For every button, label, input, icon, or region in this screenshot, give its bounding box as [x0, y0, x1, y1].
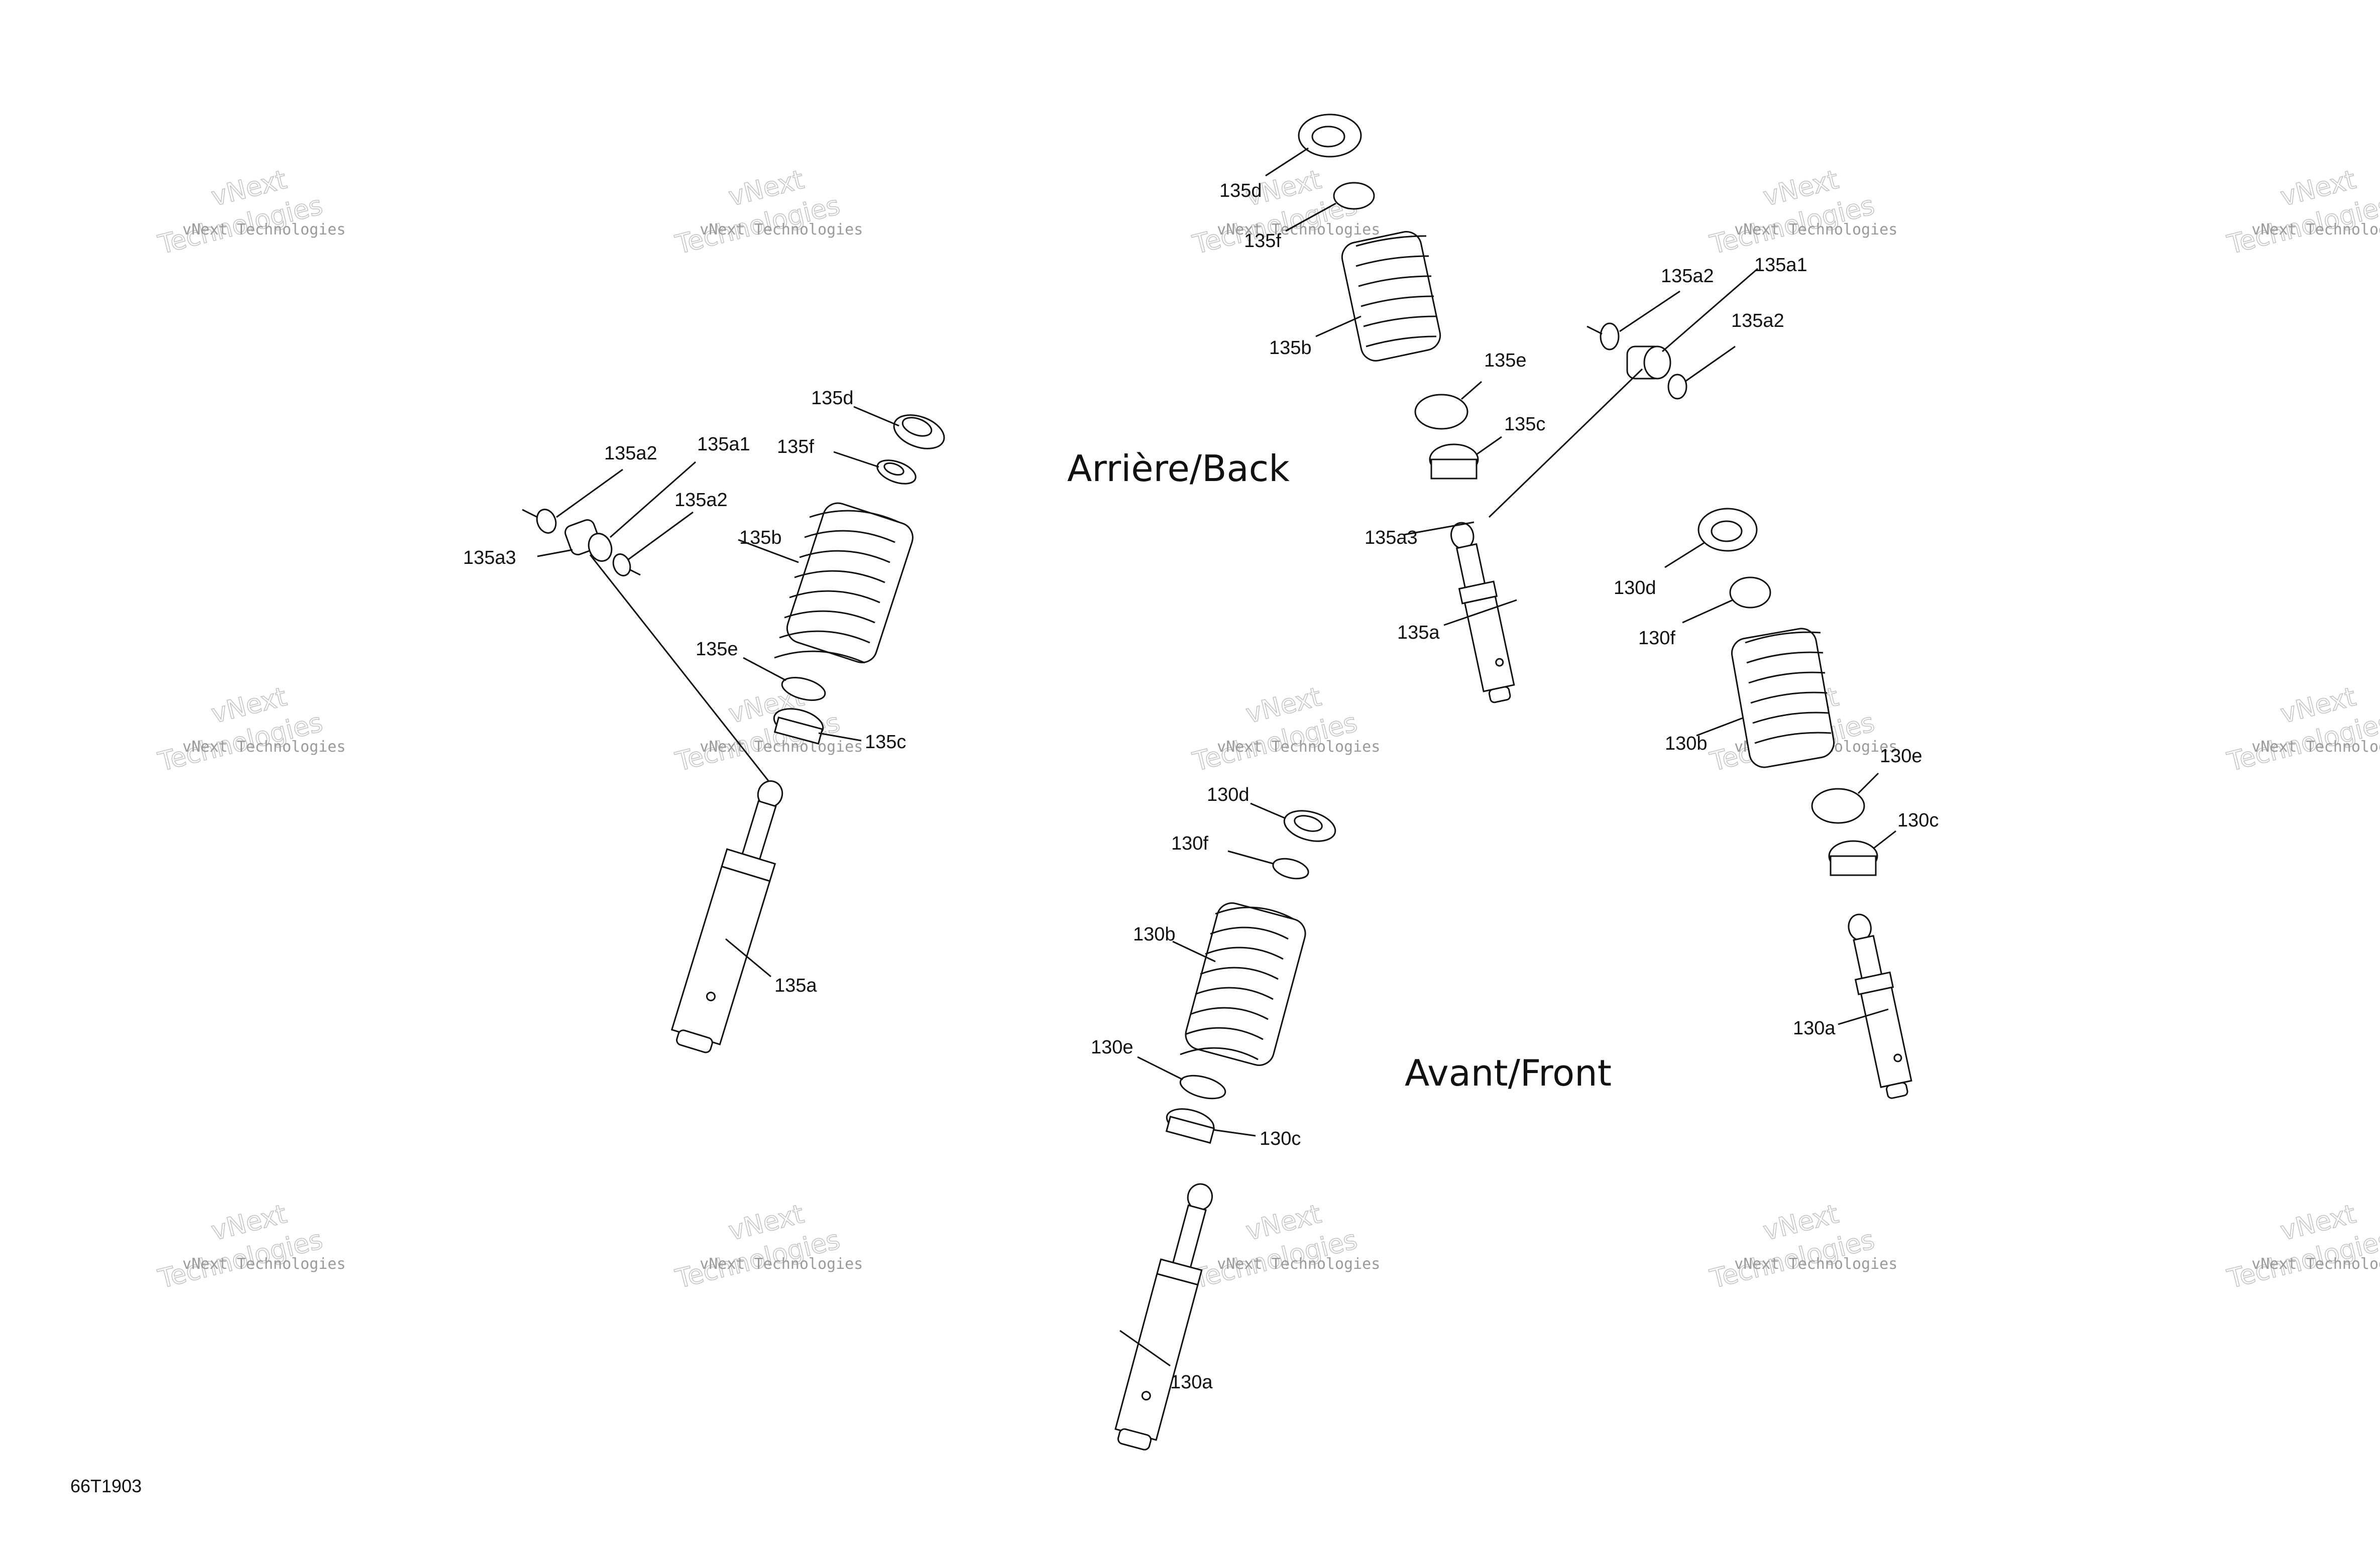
washer-135a2-bottom [612, 553, 631, 576]
front-section-title: Avant/Front [1405, 1052, 1612, 1094]
front-right-assembly [1664, 508, 1912, 1099]
label-135a3: 135a3 [463, 547, 516, 568]
label-135e: 135e [1484, 350, 1527, 371]
watermark-text: vNext Technologies [1217, 1255, 1380, 1273]
label-130c: 130c [1260, 1128, 1301, 1149]
label-135c: 135c [865, 732, 906, 753]
label-135a2: 135a2 [1661, 266, 1714, 287]
watermark-text: vNext Technologies [1734, 1255, 1897, 1273]
adjuster-ring-130c [1828, 840, 1878, 876]
watermark-text: vNext Technologies [2251, 1255, 2380, 1273]
watermark-text: vNext Technologies [700, 738, 863, 756]
label-130e: 130e [1880, 746, 1922, 767]
label-130e: 130e [1091, 1037, 1134, 1058]
label-135a: 135a [1397, 622, 1440, 643]
label-130f: 130f [1638, 628, 1675, 649]
figure-id: 66T1903 [70, 1476, 142, 1496]
label-135a2: 135a2 [604, 443, 657, 464]
spring-seat-130d [1697, 508, 1758, 552]
bushing-135a1 [1626, 345, 1671, 380]
watermark-text: vNext Technologies [700, 1255, 863, 1273]
clip-135f [1333, 182, 1375, 210]
shock-body-130a [1848, 913, 1912, 1099]
label-130a: 130a [1170, 1372, 1213, 1393]
seat-ring-130e [1811, 788, 1865, 824]
coil-spring-135b [774, 502, 914, 664]
watermark-text: vNext Technologies [2251, 221, 2380, 239]
watermark-text: vNext Technologies [182, 1255, 346, 1273]
adjuster-ring-135c [773, 708, 824, 745]
seat-ring-135e [1414, 394, 1468, 430]
label-135e: 135e [696, 639, 738, 660]
rear-right-assembly [1265, 113, 1758, 703]
label-135f: 135f [777, 436, 814, 457]
seat-ring-135e [781, 677, 826, 701]
watermark-text: vNext Technologies [1734, 221, 1897, 239]
label-130a: 130a [1793, 1018, 1836, 1039]
clip-135f [876, 459, 917, 485]
watermark-text: vNext Technologies [182, 221, 346, 239]
label-130d: 130d [1207, 784, 1250, 805]
rear-left-assembly [522, 406, 945, 1053]
rear-section-title: Arrière/Back [1067, 447, 1290, 490]
clip-130f [1272, 858, 1309, 880]
label-135a2: 135a2 [674, 490, 728, 511]
coil-spring-130b [1731, 628, 1835, 768]
coil-spring-135b [1341, 231, 1441, 362]
label-130c: 130c [1897, 810, 1939, 831]
watermark-text: vNext Technologies [1217, 738, 1380, 756]
label-135a2: 135a2 [1731, 310, 1784, 331]
label-135a: 135a [774, 975, 817, 996]
label-135a3: 135a3 [1365, 527, 1418, 548]
label-130b: 130b [1665, 733, 1708, 754]
watermark-text: vNext Technologies [182, 738, 346, 756]
label-135c: 135c [1504, 414, 1545, 435]
bushing-135a1 [564, 519, 613, 562]
coil-spring-130b [1180, 902, 1306, 1066]
label-130f: 130f [1171, 833, 1208, 854]
adjuster-ring-135c [1429, 443, 1479, 480]
shock-body-135a [1450, 522, 1515, 703]
label-135b: 135b [1269, 337, 1312, 359]
label-135d: 135d [1219, 180, 1262, 201]
adjuster-ring-130c [1165, 1108, 1215, 1144]
spring-seat-135d [1298, 113, 1362, 158]
seat-ring-130e [1179, 1075, 1226, 1100]
label-135b: 135b [739, 527, 782, 548]
washer-135a2-top [1600, 322, 1620, 350]
shock-body-135a [670, 780, 783, 1053]
spring-seat-135d [893, 414, 945, 449]
label-130d: 130d [1614, 577, 1656, 599]
spring-seat-130d [1283, 810, 1336, 842]
watermark-text: vNext Technologies [700, 221, 863, 239]
label-130b: 130b [1133, 924, 1176, 945]
washer-135a2-bottom [1667, 374, 1687, 400]
watermark-text: vNext Technologies [2251, 738, 2380, 756]
label-135a1: 135a1 [697, 434, 750, 455]
label-135a1: 135a1 [1754, 255, 1807, 276]
front-left-assembly [1114, 802, 1336, 1451]
shock-body-130a [1114, 1183, 1213, 1451]
label-135f: 135f [1244, 230, 1281, 252]
washer-135a2-top [536, 509, 557, 534]
label-135d: 135d [811, 388, 854, 409]
clip-130f [1729, 576, 1771, 609]
